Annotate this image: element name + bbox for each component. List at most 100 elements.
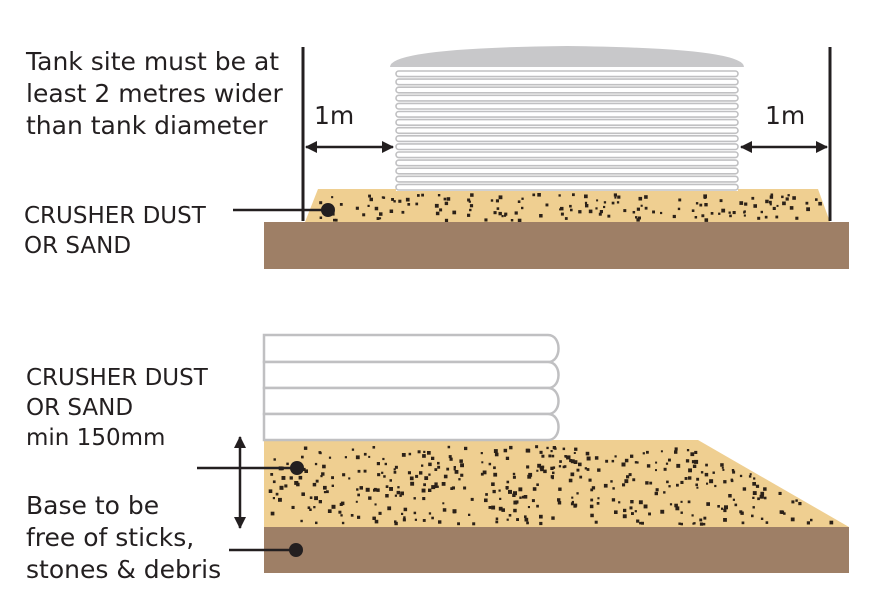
sand-speckle xyxy=(488,506,492,509)
sand-speckle xyxy=(289,476,293,480)
sand-speckle xyxy=(496,207,500,210)
sand-speckle xyxy=(741,521,745,525)
sand-speckle xyxy=(393,200,396,203)
sand-speckle xyxy=(646,464,651,468)
site-width-note-line-2: least 2 metres wider xyxy=(26,79,283,108)
sand-speckle xyxy=(401,210,405,214)
sand-speckle xyxy=(605,459,609,463)
sand-speckle xyxy=(674,503,678,508)
sand-speckle xyxy=(660,211,663,215)
sand-speckle xyxy=(527,506,530,509)
sand-speckle xyxy=(512,493,516,497)
sand-speckle xyxy=(470,193,474,197)
sand-speckle xyxy=(400,491,404,496)
sand-speckle xyxy=(491,482,495,486)
sand-speckle xyxy=(403,507,408,512)
sand-speckle xyxy=(394,521,398,526)
sand-speckle xyxy=(632,478,636,482)
sand-speckle xyxy=(391,198,394,201)
sand-speckle xyxy=(403,516,406,519)
sand-speckle xyxy=(467,198,471,202)
tank-rib xyxy=(395,110,739,118)
sand-speckle xyxy=(421,193,424,197)
sand-speckle xyxy=(505,487,508,490)
sand-speckle xyxy=(454,470,459,474)
sand-speckle xyxy=(576,492,579,495)
sand-speckle xyxy=(382,457,385,461)
sand-speckle xyxy=(460,463,464,468)
sand-speckle xyxy=(399,494,402,497)
tank-rib xyxy=(395,78,739,86)
sand-speckle xyxy=(634,461,638,464)
sand-speckle xyxy=(431,456,435,460)
sand-speckle xyxy=(632,211,636,214)
sand-speckle xyxy=(328,456,332,459)
sand-speckle xyxy=(720,463,724,467)
sand-speckle xyxy=(394,465,398,469)
sand-speckle xyxy=(357,515,361,519)
sand-speckle xyxy=(303,446,308,450)
sand-speckle xyxy=(570,208,573,212)
sand-speckle xyxy=(740,511,744,515)
bottom-diagram xyxy=(197,333,849,573)
sand-speckle xyxy=(272,480,276,484)
tank-rib xyxy=(395,159,739,167)
sand-speckle xyxy=(666,480,669,484)
sand-speckle xyxy=(340,514,343,517)
sand-speckle xyxy=(521,495,525,499)
bottom-fill-label-line-1: CRUSHER DUST xyxy=(26,365,208,391)
sand-speckle xyxy=(368,194,371,198)
sand-speckle xyxy=(678,198,682,202)
sand-speckle xyxy=(393,471,397,474)
sand-speckle xyxy=(434,203,439,208)
sand-speckle xyxy=(630,500,634,504)
sand-speckle xyxy=(539,514,543,519)
sand-speckle xyxy=(642,452,645,455)
sand-speckle xyxy=(769,195,774,199)
sand-speckle xyxy=(614,196,617,199)
sand-speckle xyxy=(314,462,318,466)
sand-speckle xyxy=(495,517,499,520)
sand-speckle xyxy=(668,485,671,488)
sand-speckle xyxy=(776,204,779,207)
sand-speckle xyxy=(315,521,318,525)
sand-speckle xyxy=(374,519,379,524)
sand-speckle xyxy=(348,477,351,480)
sand-speckle xyxy=(798,502,802,506)
sand-speckle xyxy=(815,198,818,201)
sand-speckle xyxy=(442,508,447,512)
sand-speckle xyxy=(341,521,345,525)
sand-speckle xyxy=(557,498,561,502)
base-requirement-line-2: free of sticks, xyxy=(26,523,195,552)
sand-speckle xyxy=(422,519,426,522)
sand-speckle xyxy=(700,471,704,474)
sand-speckle xyxy=(584,194,588,199)
sand-speckle xyxy=(457,522,460,526)
sand-speckle xyxy=(437,465,441,469)
sand-speckle xyxy=(714,484,717,488)
sand-speckle xyxy=(634,510,637,513)
sand-speckle xyxy=(622,514,627,519)
sand-speckle xyxy=(498,506,503,511)
sand-speckle xyxy=(652,210,655,214)
sand-speckle xyxy=(512,475,516,479)
sand-speckle xyxy=(760,210,763,214)
sand-speckle xyxy=(350,514,354,517)
sand-speckle xyxy=(428,462,432,467)
sand-speckle xyxy=(573,452,576,454)
sand-speckle xyxy=(626,475,630,479)
sand-speckle xyxy=(539,521,543,526)
sand-speckle xyxy=(321,472,325,476)
sand-speckle xyxy=(318,500,322,504)
sand-speckle xyxy=(693,522,696,525)
sand-speckle xyxy=(694,450,698,454)
sand-speckle xyxy=(723,518,727,522)
sand-speckle xyxy=(493,472,498,477)
sand-speckle xyxy=(782,201,786,206)
sand-speckle xyxy=(422,454,426,458)
sand-speckle xyxy=(694,459,699,464)
sand-speckle xyxy=(584,201,588,204)
site-width-note-line-3: than tank diameter xyxy=(26,111,268,140)
sand-speckle xyxy=(373,487,377,491)
